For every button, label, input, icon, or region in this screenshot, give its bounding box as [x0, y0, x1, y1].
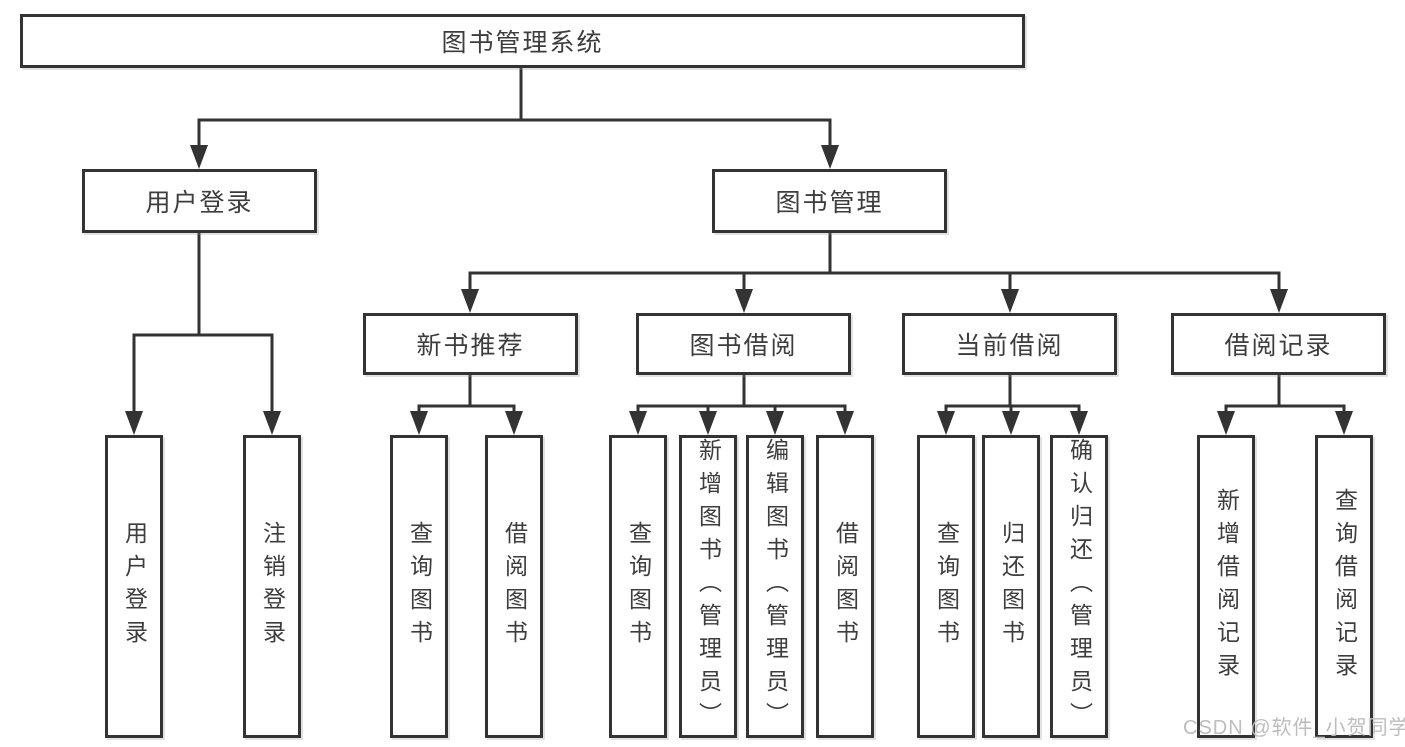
arrowheads — [125, 145, 1353, 435]
node-new-book-recommend: 新书推荐 — [363, 313, 578, 375]
node-label: 图书管理系统 — [441, 29, 604, 57]
node-book-management: 图书管理 — [712, 169, 947, 233]
leaf-newbook-query-books: 查询图书 — [390, 435, 448, 738]
node-label: 借阅记录 — [1224, 332, 1333, 360]
node-root-system: 图书管理系统 — [20, 14, 1025, 68]
leaf-user-login: 用户登录 — [105, 435, 163, 738]
connector-login-to-leaves — [132, 233, 274, 413]
node-label: 查询借阅记录 — [1331, 487, 1358, 686]
leaf-current-return-books: 归还图书 — [982, 435, 1040, 738]
node-label: 注销登录 — [259, 520, 286, 653]
node-label: 新增图书（管理员） — [695, 438, 722, 735]
connector-mgmt-to-groups — [468, 233, 1281, 291]
leaf-borrow-borrow-books: 借阅图书 — [816, 435, 874, 738]
node-current-borrowing: 当前借阅 — [902, 313, 1117, 375]
leaf-current-query-books: 查询图书 — [917, 435, 975, 738]
node-book-borrowing: 图书借阅 — [636, 313, 851, 375]
csdn-watermark: CSDN @软件_小贺同学 — [1183, 717, 1405, 739]
node-label: 图书借阅 — [689, 332, 798, 360]
node-user-login: 用户登录 — [82, 169, 317, 233]
leaf-borrow-query-books: 查询图书 — [609, 435, 667, 738]
leaf-logout: 注销登录 — [243, 435, 301, 738]
node-label: 查询图书 — [933, 520, 960, 653]
node-label: 编辑图书（管理员） — [762, 438, 789, 735]
node-label: 确认归还（管理员） — [1066, 438, 1093, 735]
node-label: 借阅图书 — [832, 520, 859, 653]
node-label: 新书推荐 — [416, 332, 525, 360]
connector-borrow-to-leaves — [636, 375, 847, 413]
connector-root-to-branches — [197, 68, 832, 147]
node-borrow-records: 借阅记录 — [1171, 313, 1386, 375]
node-label: 当前借阅 — [955, 332, 1064, 360]
leaf-records-query-record: 查询借阅记录 — [1315, 435, 1373, 738]
node-label: 新增借阅记录 — [1213, 487, 1240, 686]
node-label: 借阅图书 — [501, 520, 528, 653]
leaf-borrow-add-books-admin: 新增图书（管理员） — [679, 435, 737, 738]
connector-current-to-leaves — [944, 375, 1081, 413]
node-label: 归还图书 — [998, 520, 1025, 653]
node-label: 查询图书 — [406, 520, 433, 653]
leaf-newbook-borrow-books: 借阅图书 — [485, 435, 543, 738]
connector-records-to-leaves — [1224, 375, 1346, 413]
leaf-borrow-edit-books-admin: 编辑图书（管理员） — [746, 435, 804, 738]
leaf-current-confirm-return-admin: 确认归还（管理员） — [1050, 435, 1108, 738]
node-label: 图书管理 — [775, 189, 884, 217]
connector-newbook-to-leaves — [417, 375, 516, 413]
node-label: 用户登录 — [145, 189, 254, 217]
node-label: 用户登录 — [121, 520, 148, 653]
node-label: 查询图书 — [625, 520, 652, 653]
leaf-records-add-record: 新增借阅记录 — [1197, 435, 1255, 738]
